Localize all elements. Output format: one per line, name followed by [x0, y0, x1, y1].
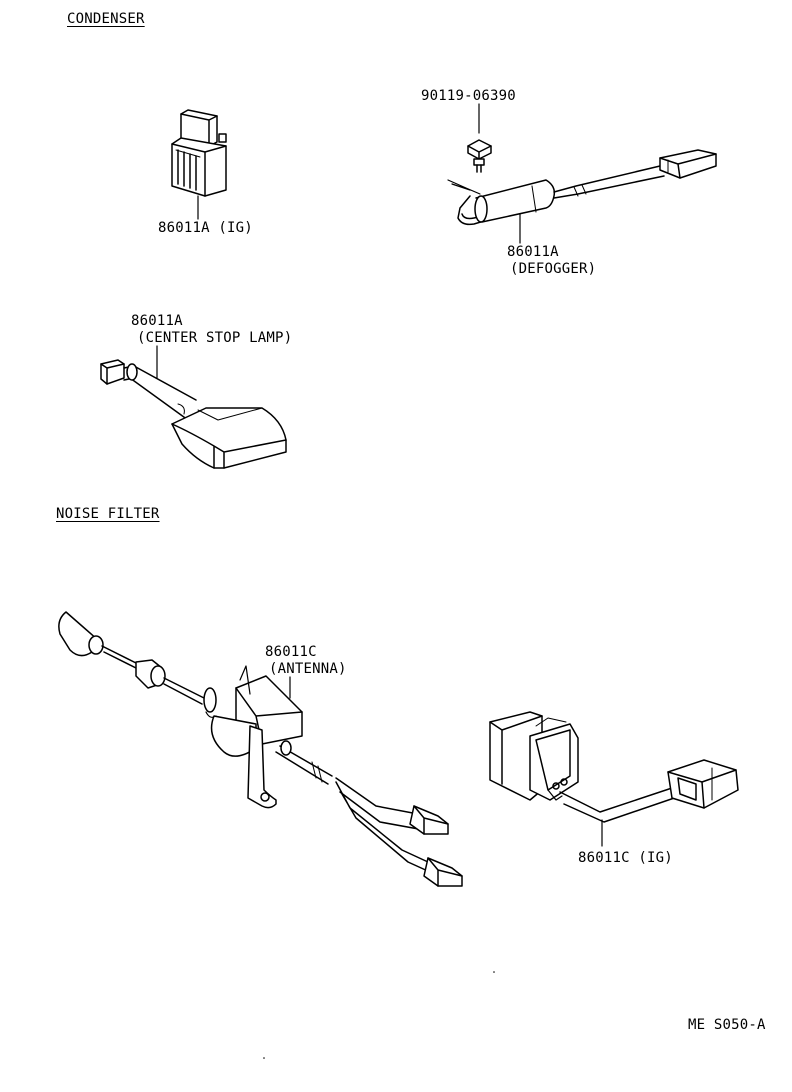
ig-noise-filter-label: 86011C (IG) [578, 850, 673, 866]
condenser-heading: CONDENSER [67, 11, 145, 27]
ig-condenser-part [172, 110, 226, 219]
antenna-filter-number: 86011C [265, 644, 317, 660]
ig-condenser-label: 86011A (IG) [158, 220, 253, 236]
ig-noise-filter-part [490, 712, 738, 846]
antenna-filter-name: (ANTENNA) [269, 661, 347, 677]
defogger-condenser-name: (DEFOGGER) [510, 261, 597, 277]
defogger-condenser-part [448, 104, 716, 243]
drawing-code: ME S050-A [688, 1017, 766, 1033]
stop-lamp-condenser-part [101, 346, 286, 468]
bolt-label: 90119-06390 [421, 88, 516, 104]
stop-lamp-condenser-name: (CENTER STOP LAMP) [137, 330, 293, 346]
noise-filter-heading: NOISE FILTER [56, 506, 160, 522]
antenna-filter-part [59, 612, 462, 886]
defogger-condenser-number: 86011A [507, 244, 559, 260]
stop-lamp-condenser-number: 86011A [131, 313, 183, 329]
